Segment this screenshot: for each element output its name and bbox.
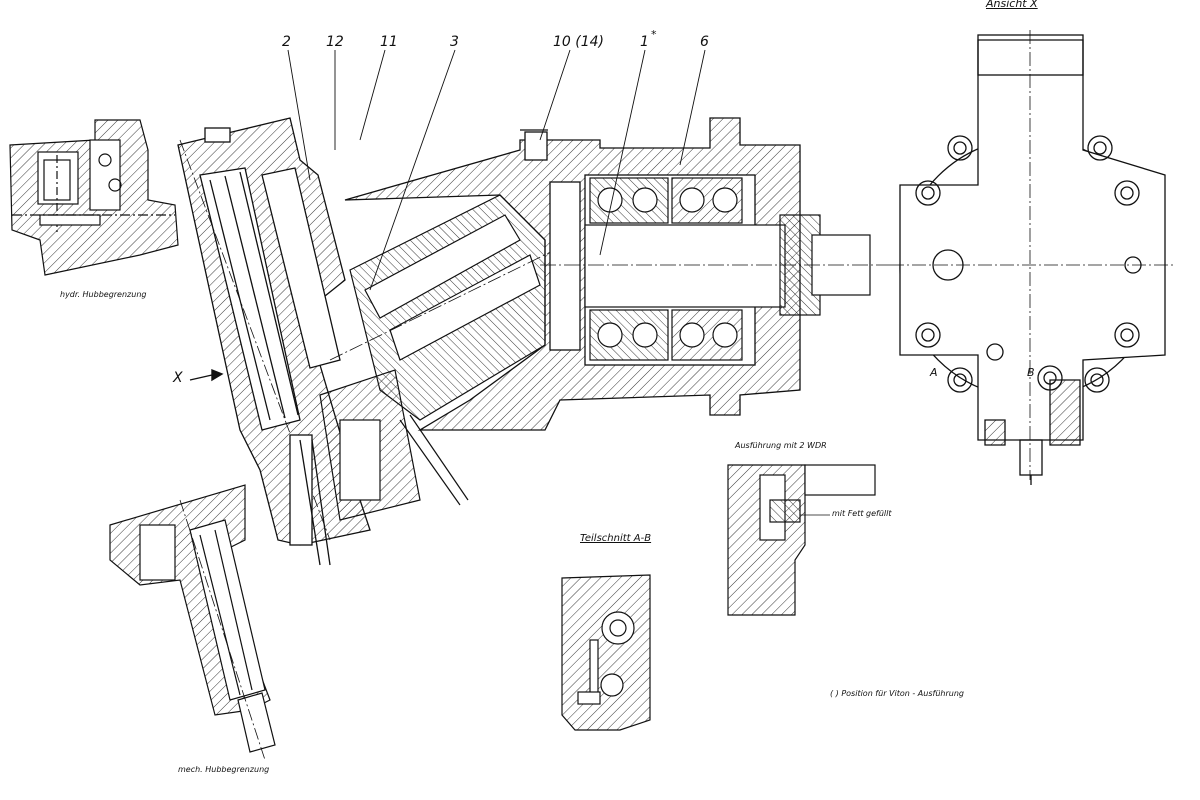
caption-teilschnitt: Teilschnitt A-B [580, 533, 652, 544]
detail-hydr-stroke-limiter [9, 119, 179, 276]
port-plate-housing [177, 117, 371, 566]
caption-mit-fett: mit Fett gefüllt [832, 509, 892, 518]
leader-lines [287, 49, 706, 291]
callout-1: 1 [640, 34, 649, 50]
view-x-title: Ansicht X [986, 0, 1038, 10]
caption-viton: ( ) Position für Viton - Ausführung [830, 689, 964, 698]
callout-3: 3 [450, 34, 459, 50]
detail-2-wdr [727, 464, 876, 616]
callout-1-star: * [651, 28, 657, 41]
detail-section-a-b [561, 574, 651, 731]
cylinder-block [319, 194, 566, 521]
callout-6: 6 [700, 34, 709, 50]
section-mark-b: B [1027, 366, 1035, 379]
caption-ausfuehrung-2-wdr: Ausführung mit 2 WDR [735, 441, 827, 450]
view-x [890, 30, 1175, 485]
bearings-shaft [540, 177, 890, 361]
detail-mech-stroke-limiter [109, 484, 276, 761]
caption-mech-stroke-limiter: mech. Hubbegrenzung [178, 765, 270, 774]
callout-2: 2 [282, 34, 291, 50]
callout-11: 11 [380, 34, 398, 50]
x-arrow [189, 368, 224, 382]
callout-12: 12 [326, 34, 344, 50]
callout-10-14: 10 (14) [553, 34, 605, 50]
caption-hydr-stroke-limiter: hydr. Hubbegrenzung [60, 290, 147, 299]
x-marker: X [173, 370, 183, 386]
section-mark-a: A [930, 366, 938, 379]
